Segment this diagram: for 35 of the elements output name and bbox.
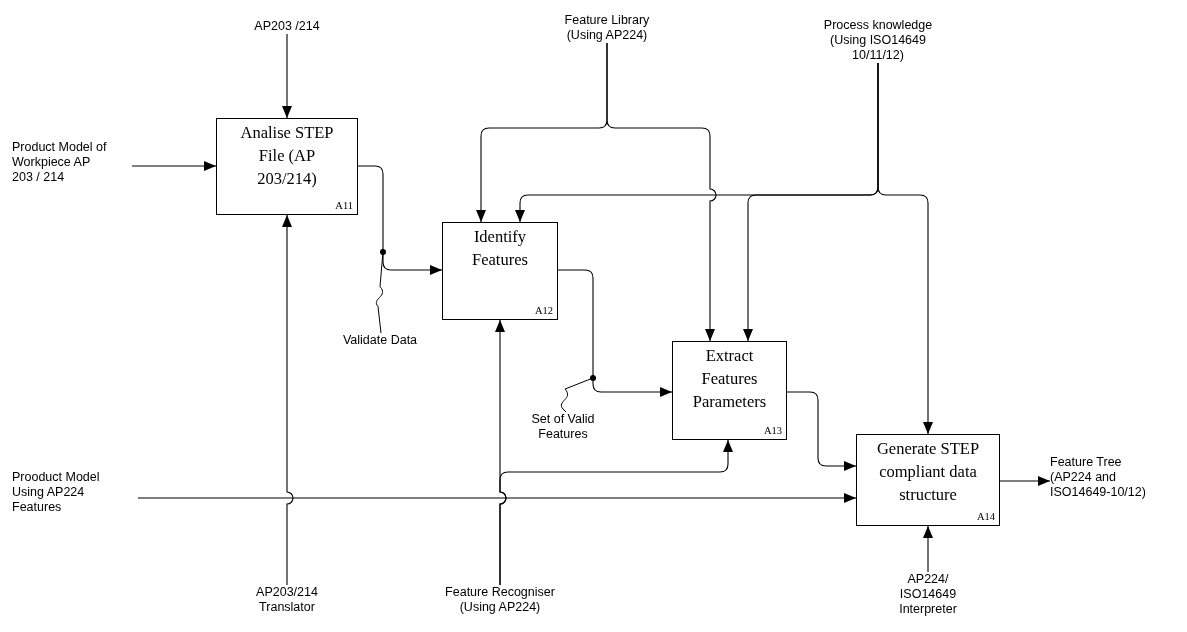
- arrow: [786, 391, 857, 471]
- activity-name: Extract Features Parameters: [691, 345, 768, 413]
- flow-label: Process knowledge (Using ISO14649 10/11/12): [800, 5, 956, 63]
- arrow: [999, 476, 1051, 486]
- activity-box: [442, 222, 558, 320]
- arrow: [499, 439, 733, 586]
- arrow: [282, 33, 292, 119]
- arrow: [606, 42, 717, 342]
- flow-label: Set of Valid Features: [512, 412, 614, 452]
- activity-box: [672, 341, 787, 440]
- arrow: [282, 214, 294, 586]
- arrow: [877, 62, 933, 435]
- arrow: [923, 525, 933, 573]
- flow-label: Feature Recogniser (Using AP224): [415, 585, 585, 623]
- activity-name: Generate STEP compliant data structure: [875, 438, 981, 506]
- node-number: A13: [763, 425, 782, 437]
- arrow: [137, 493, 857, 503]
- flow-label: Validate Data: [322, 333, 438, 353]
- flow-label: Feature Library (Using AP224): [535, 5, 679, 43]
- flow-label: Feature Tree (AP224 and ISO14649-10/12): [1050, 455, 1187, 511]
- flow-label: Product Model of Workpiece AP 203 / 214: [12, 140, 132, 194]
- flow-label: AP203/214 Translator: [237, 585, 337, 623]
- node-number: A11: [335, 200, 353, 212]
- activity-name: Analise STEP File (AP 203/214): [239, 122, 335, 190]
- arrow: [557, 269, 673, 397]
- activity-box: [856, 434, 1000, 526]
- activity-name: Identify Features: [471, 226, 529, 271]
- flow-label: AP224/ ISO14649 Interpreter: [875, 572, 981, 630]
- node-number: A12: [534, 305, 553, 317]
- node-number: A14: [976, 511, 995, 523]
- arrow: [131, 161, 217, 171]
- activity-box: [216, 118, 358, 215]
- flow-label: Prooduct Model Using AP224 Features: [12, 470, 138, 524]
- flow-label: AP203 /214: [237, 12, 337, 34]
- arrow: [357, 165, 443, 275]
